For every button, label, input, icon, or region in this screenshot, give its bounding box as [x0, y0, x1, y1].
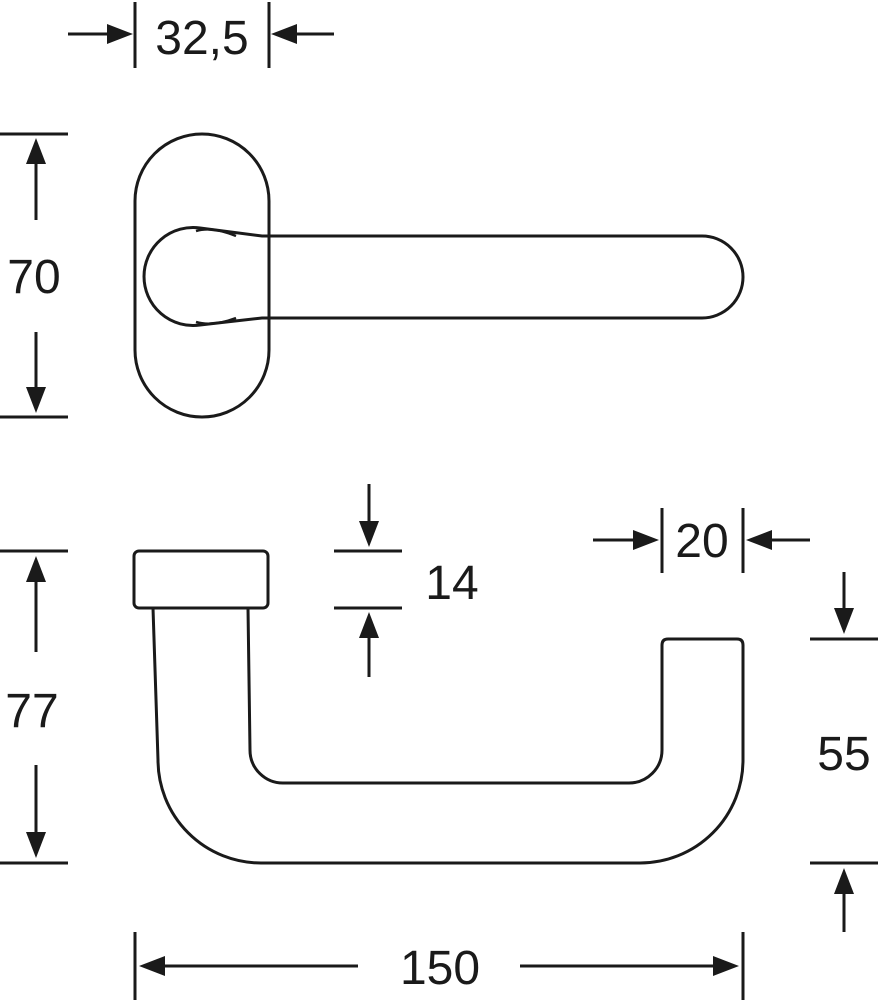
dim-grip-width-label: 20	[675, 515, 728, 568]
dim-grip-width: 20	[593, 508, 810, 573]
dim-rose-width-label: 32,5	[155, 12, 248, 65]
rose-oval	[133, 132, 271, 419]
side-view	[132, 549, 745, 865]
top-view	[133, 132, 745, 419]
dim-rose-height: 70	[0, 132, 68, 419]
dim-rose-height-label: 70	[7, 251, 60, 304]
dim-rose-thickness-label: 14	[425, 557, 478, 610]
dim-rose-thickness: 14	[334, 484, 479, 677]
dim-total-height: 77	[0, 549, 68, 865]
lever-side-view	[151, 607, 745, 865]
dim-handle-length: 150	[133, 932, 745, 1000]
lever-neck-shadow	[195, 228, 237, 326]
dim-handle-length-label: 150	[400, 942, 480, 995]
rose-block	[132, 549, 270, 610]
dim-grip-drop: 55	[810, 572, 878, 932]
dim-rose-width: 32,5	[68, 2, 334, 68]
lever-top-view	[142, 226, 745, 327]
dim-grip-drop-label: 55	[817, 728, 870, 781]
dim-total-height-label: 77	[5, 685, 58, 738]
